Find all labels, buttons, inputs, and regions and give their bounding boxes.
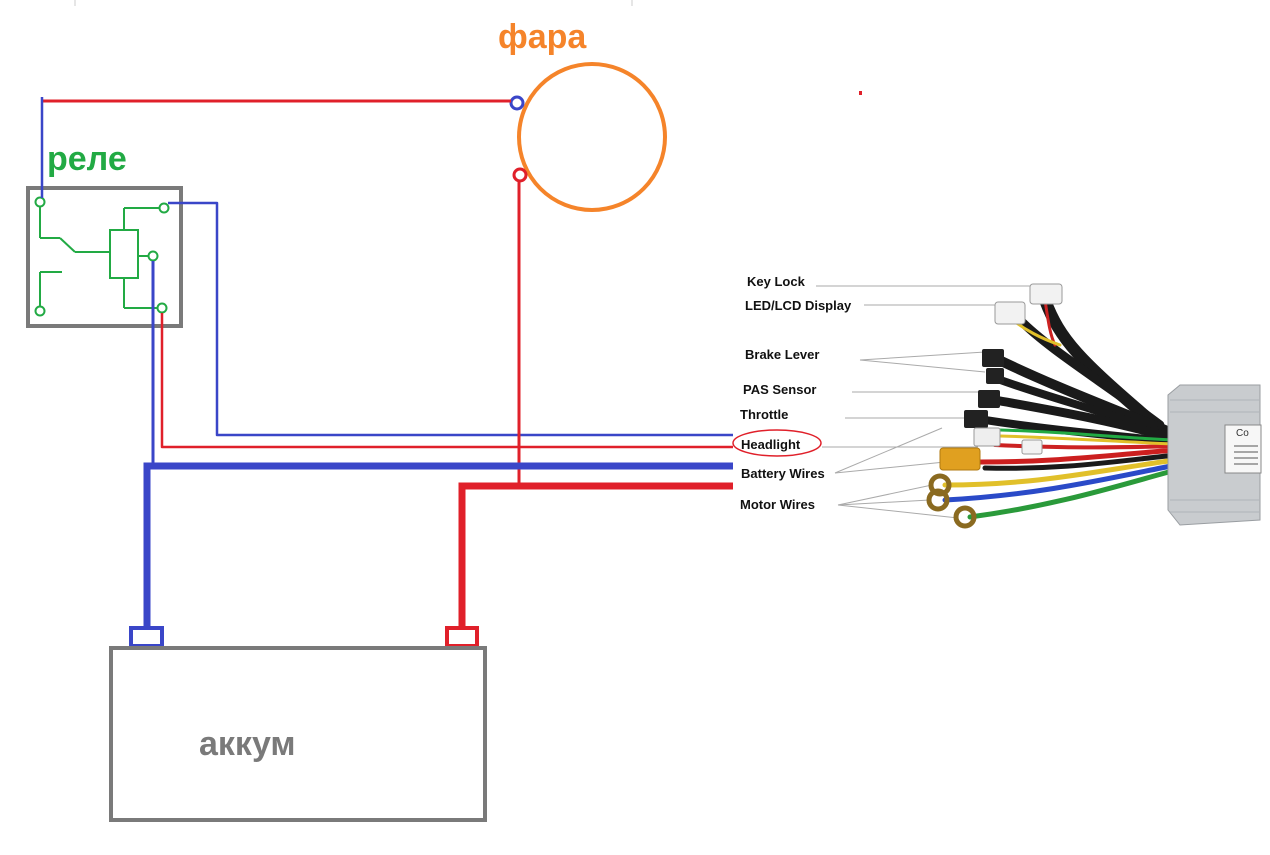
- cable-motor-yellow: [942, 457, 1179, 488]
- connector-battery: [939, 447, 981, 471]
- cable-battery-black: [982, 452, 1179, 471]
- stray-red-dot: [859, 91, 862, 95]
- wire-relay-to-throttle-blue: [168, 201, 733, 437]
- cable-motor-green: [967, 467, 1179, 520]
- leader-brake-1: [859, 351, 986, 361]
- relay-terminal-top-right: [158, 202, 170, 214]
- label-pas-sensor: PAS Sensor: [743, 382, 817, 397]
- leader-motor-1: [837, 484, 933, 506]
- relay-terminal-bottom-left: [34, 305, 46, 317]
- controller-box-text: Co: [1236, 428, 1249, 439]
- label-brake-lever: Brake Lever: [745, 347, 820, 362]
- leader-motor-2: [837, 499, 931, 506]
- leader-motor-3: [837, 504, 959, 519]
- headlamp-label: фара: [498, 18, 587, 56]
- leader-battery-2: [834, 461, 946, 474]
- label-display: LED/LCD Display: [745, 298, 852, 313]
- relay-box: [26, 186, 183, 328]
- wire-battery-negative-thick: [143, 462, 733, 630]
- battery-positive-terminal: [445, 626, 479, 648]
- cable-yellow-thin: [998, 434, 1177, 446]
- ring-terminal-2: [926, 488, 950, 512]
- label-key-lock: Key Lock: [747, 274, 805, 289]
- connector-throttle: [964, 410, 988, 428]
- label-throttle: Throttle: [740, 407, 789, 422]
- connector-pas: [978, 390, 1000, 408]
- cable-battery-red: [977, 447, 1179, 465]
- headlamp-symbol: [517, 62, 667, 212]
- headlamp-terminal-blue: [509, 95, 525, 111]
- label-battery-wires: Battery Wires: [741, 466, 825, 481]
- connector-brake-2: [986, 368, 1004, 384]
- battery-box: [109, 646, 487, 822]
- leader-brake-2: [859, 359, 986, 373]
- cable-green-thin: [998, 428, 1177, 442]
- controller-box: [1167, 384, 1262, 526]
- connector-key-lock: [1029, 283, 1063, 305]
- leader-battery: [834, 427, 943, 474]
- connector-headlight-plug: [1021, 439, 1043, 455]
- cable-brake-1: [990, 353, 1170, 435]
- wire-battery-positive-thick: [458, 482, 733, 630]
- connector-brake-1: [982, 349, 1004, 367]
- label-headlight: Headlight: [741, 437, 801, 452]
- headlamp-terminal-red: [512, 167, 528, 183]
- relay-terminal-coil: [147, 250, 159, 262]
- ring-terminal-1: [928, 473, 952, 497]
- cable-motor-blue: [942, 462, 1179, 503]
- relay-terminal-top-left: [34, 196, 46, 208]
- relay-label: реле: [47, 140, 127, 178]
- label-motor-wires: Motor Wires: [740, 497, 815, 512]
- relay-internals: [39, 206, 160, 309]
- connector-display: [994, 301, 1026, 325]
- cable-pas: [990, 395, 1177, 443]
- ring-terminal-3: [953, 505, 977, 529]
- battery-label: аккум: [199, 725, 296, 763]
- headlight-highlight-circle: [732, 429, 822, 457]
- battery-negative-terminal: [129, 626, 164, 648]
- relay-terminal-bottom-right: [156, 302, 168, 314]
- cable-headlight-red: [993, 443, 1177, 450]
- connector-headlight: [973, 427, 1001, 447]
- wire-relay-to-headlight-red: [160, 313, 733, 449]
